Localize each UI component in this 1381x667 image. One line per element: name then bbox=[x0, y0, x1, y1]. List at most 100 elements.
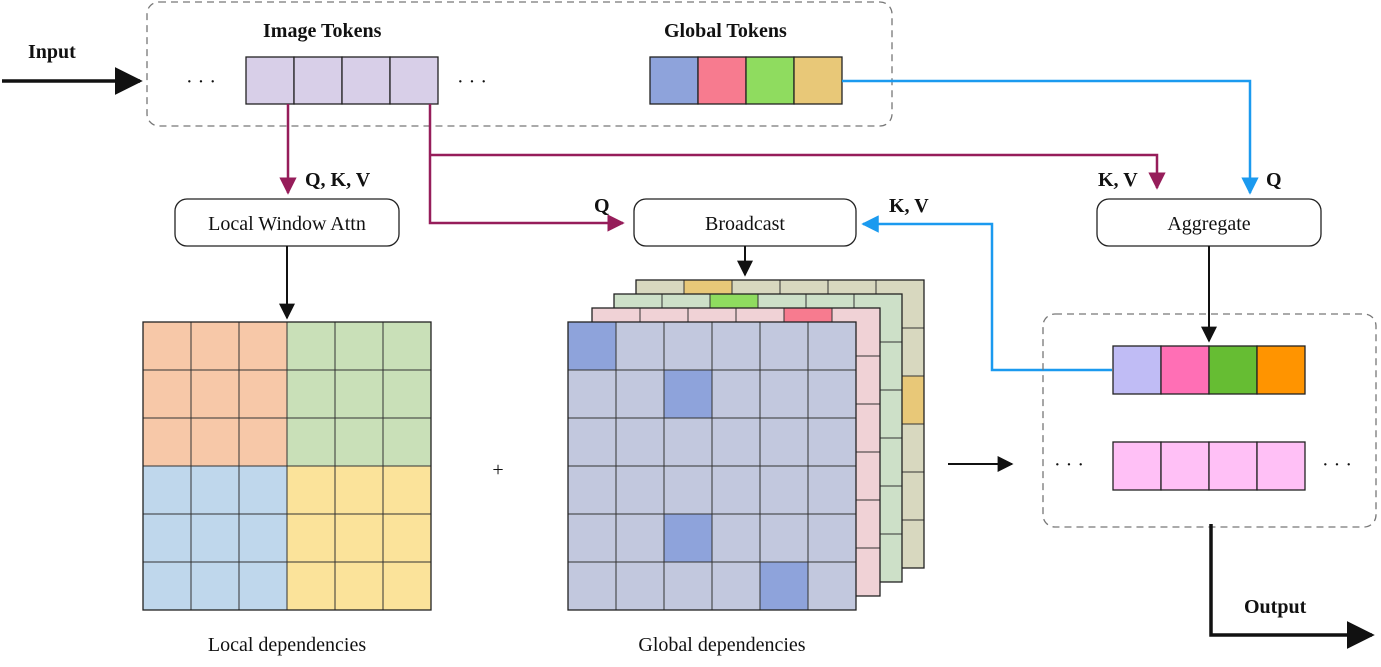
global-grid-cell bbox=[711, 369, 761, 419]
aggregate-kv-label: K, V bbox=[1098, 169, 1138, 191]
local-grid-cell bbox=[382, 417, 432, 467]
local-grid-cell bbox=[334, 513, 384, 563]
global-tokens-row bbox=[649, 56, 843, 105]
output-ellipsis-left: · · · bbox=[1054, 454, 1084, 476]
global-grid-cell bbox=[615, 321, 665, 371]
image-tokens-title: Image Tokens bbox=[263, 20, 382, 42]
local-grid-cell bbox=[286, 513, 336, 563]
broadcast-q-label: Q bbox=[594, 195, 610, 217]
global-grid-cell bbox=[759, 465, 809, 515]
local-grid-cell bbox=[142, 369, 192, 419]
local-grid-cell bbox=[334, 465, 384, 515]
global-tokens-title: Global Tokens bbox=[664, 20, 787, 42]
global-grid-cell bbox=[615, 417, 665, 467]
local-grid-cell bbox=[238, 321, 288, 371]
image-tokens-ellipsis-left: · · · bbox=[186, 71, 216, 93]
local-grid-cell bbox=[238, 417, 288, 467]
local-grid-cell bbox=[286, 369, 336, 419]
global-grid-cell bbox=[711, 465, 761, 515]
local-grid-cell bbox=[334, 369, 384, 419]
image-token bbox=[341, 56, 391, 105]
global-grid-cell bbox=[663, 417, 713, 467]
global-token bbox=[697, 56, 747, 105]
local-grid-cell bbox=[190, 417, 240, 467]
output-global-token bbox=[1112, 345, 1162, 395]
local-grid-border bbox=[142, 321, 432, 611]
image-token bbox=[245, 56, 295, 105]
global-grid-cell bbox=[567, 321, 617, 371]
local-grid-cell bbox=[238, 513, 288, 563]
local-grid-cell bbox=[142, 561, 192, 611]
global-grid-cell bbox=[663, 369, 713, 419]
qkv-label: Q, K, V bbox=[305, 169, 371, 191]
global-grid-cell bbox=[615, 465, 665, 515]
global-grid-cell bbox=[663, 513, 713, 563]
global-grid-cell bbox=[711, 561, 761, 611]
local-grid-cell bbox=[334, 417, 384, 467]
input-tokens-container bbox=[146, 1, 893, 127]
global-grid-cell bbox=[663, 321, 713, 371]
aggregate-q-arrow bbox=[842, 79, 1259, 195]
output-image-token bbox=[1112, 441, 1162, 491]
output-arrow bbox=[1209, 524, 1375, 649]
global-token bbox=[649, 56, 699, 105]
global-grid-layer-border bbox=[567, 321, 857, 611]
broadcast-label: Broadcast bbox=[705, 213, 785, 235]
output-global-token bbox=[1208, 345, 1258, 395]
broadcast-kv-arrow bbox=[861, 215, 1112, 372]
global-grid-cell bbox=[759, 513, 809, 563]
aggregate-kv-arrow bbox=[430, 153, 1166, 190]
local-grid-cell bbox=[286, 321, 336, 371]
global-grid-cell bbox=[711, 321, 761, 371]
global-grid-cell bbox=[759, 321, 809, 371]
local-window-attn-label: Local Window Attn bbox=[208, 213, 366, 235]
image-token bbox=[389, 56, 439, 105]
global-grid-cell bbox=[615, 369, 665, 419]
output-label: Output bbox=[1244, 596, 1307, 618]
global-grid-cell bbox=[759, 417, 809, 467]
global-grid-cell bbox=[663, 465, 713, 515]
image-tokens-ellipsis-right: · · · bbox=[457, 71, 487, 93]
global-dependency-grid-stack bbox=[567, 279, 925, 611]
global-grid-cell bbox=[711, 417, 761, 467]
local-grid-cell bbox=[286, 465, 336, 515]
local-grid-cell bbox=[382, 561, 432, 611]
local-grid-cell bbox=[334, 321, 384, 371]
local-grid-cell bbox=[190, 561, 240, 611]
output-global-token bbox=[1256, 345, 1306, 395]
local-grid-cell bbox=[190, 321, 240, 371]
local-grid-cell bbox=[238, 561, 288, 611]
output-ellipsis-right: · · · bbox=[1322, 454, 1352, 476]
local-grid-cell bbox=[286, 417, 336, 467]
global-grid-cell bbox=[807, 369, 857, 419]
global-grid-cell bbox=[807, 417, 857, 467]
local-grid-cell bbox=[190, 369, 240, 419]
output-image-tokens-row bbox=[1112, 441, 1306, 491]
global-grid-cell bbox=[567, 369, 617, 419]
local-grid-cell bbox=[142, 417, 192, 467]
output-global-token bbox=[1160, 345, 1210, 395]
output-image-token bbox=[1160, 441, 1210, 491]
local-grid-cell bbox=[190, 465, 240, 515]
local-grid-cell bbox=[142, 513, 192, 563]
global-grid-cell bbox=[807, 321, 857, 371]
global-grid-cell bbox=[807, 513, 857, 563]
local-grid-cell bbox=[238, 369, 288, 419]
local-grid-cell bbox=[238, 465, 288, 515]
global-grid-cell bbox=[567, 561, 617, 611]
output-global-tokens-row bbox=[1112, 345, 1306, 395]
global-token bbox=[745, 56, 795, 105]
output-image-token bbox=[1208, 441, 1258, 491]
local-grid-cell bbox=[286, 561, 336, 611]
global-grid-cell bbox=[567, 417, 617, 467]
global-grid-cell bbox=[663, 561, 713, 611]
local-dependencies-caption: Local dependencies bbox=[208, 634, 366, 656]
aggregate-label: Aggregate bbox=[1167, 213, 1250, 235]
local-grid-cell bbox=[382, 369, 432, 419]
output-image-token bbox=[1256, 441, 1306, 491]
image-token bbox=[293, 56, 343, 105]
global-grid-cell bbox=[759, 369, 809, 419]
broadcast-kv-label: K, V bbox=[889, 195, 929, 217]
aggregate-q-label: Q bbox=[1266, 169, 1282, 191]
